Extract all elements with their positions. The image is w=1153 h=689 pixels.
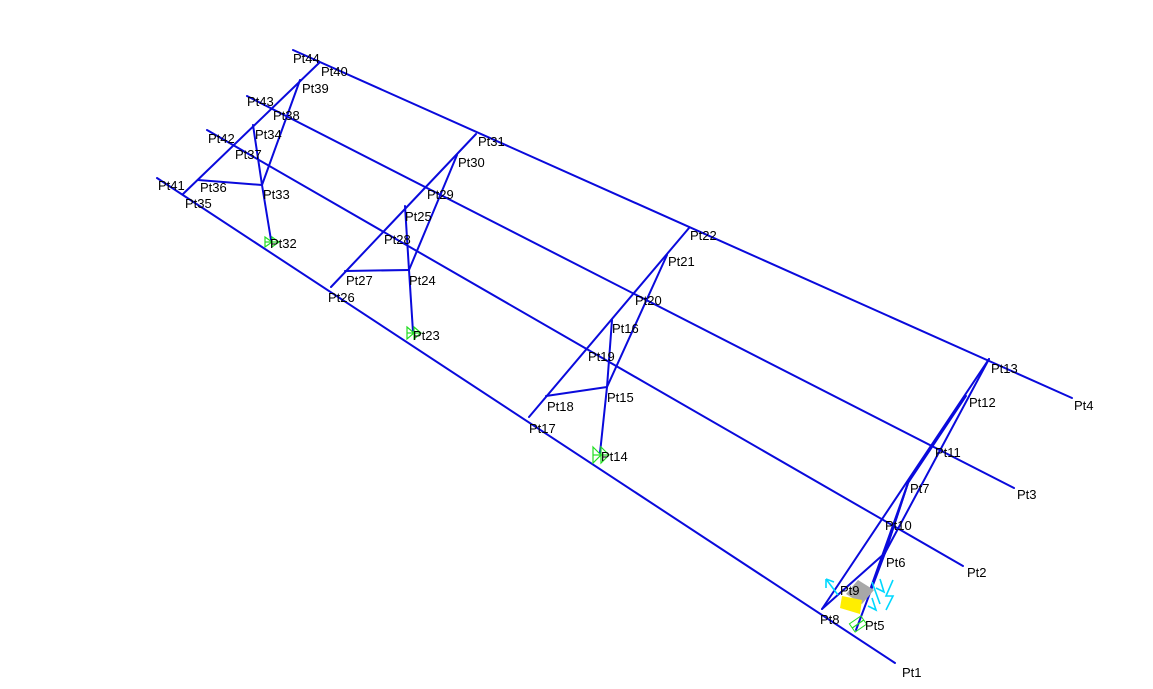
member-rafter-1b[interactable] (821, 552, 886, 610)
member-rafter-2b[interactable] (545, 386, 608, 397)
label-pt14: Pt14 (601, 449, 628, 464)
label-pt20: Pt20 (635, 293, 662, 308)
member-brace-2b[interactable] (606, 254, 668, 388)
label-pt41: Pt41 (158, 178, 185, 193)
label-pt44: Pt44 (293, 51, 320, 66)
label-pt4: Pt4 (1074, 398, 1094, 413)
member-rafter-4b[interactable] (197, 179, 263, 186)
member-brace-4b[interactable] (261, 79, 301, 186)
frame-1 (821, 358, 990, 631)
label-pt11: Pt11 (935, 445, 961, 460)
label-pt10: Pt10 (885, 518, 912, 533)
label-pt2: Pt2 (967, 565, 987, 580)
member-brace-4a[interactable] (252, 124, 263, 186)
label-pt12: Pt12 (969, 395, 996, 410)
node-labels: Pt1 Pt2 Pt3 Pt4 Pt5 Pt6 Pt7 Pt8 Pt9 Pt10… (158, 51, 1094, 680)
label-pt18: Pt18 (547, 399, 574, 414)
label-pt7: Pt7 (910, 481, 930, 496)
label-pt21: Pt21 (668, 254, 695, 269)
label-pt19: Pt19 (588, 349, 615, 364)
member-brace-3b[interactable] (408, 154, 458, 271)
member-brace-2a[interactable] (606, 319, 613, 388)
label-pt37: Pt37 (235, 147, 262, 162)
label-pt23: Pt23 (413, 328, 440, 343)
label-pt25: Pt25 (405, 209, 432, 224)
longitudinal-members (156, 49, 1073, 664)
member-chord-2[interactable] (206, 129, 964, 567)
member-brace-1c[interactable] (884, 358, 990, 554)
label-pt42: Pt42 (208, 131, 235, 146)
label-pt24: Pt24 (409, 273, 436, 288)
label-pt6: Pt6 (886, 555, 906, 570)
frame-4 (182, 62, 320, 241)
label-pt8: Pt8 (820, 612, 840, 627)
support-pt14[interactable] (592, 445, 610, 465)
label-pt3: Pt3 (1017, 487, 1037, 502)
label-pt15: Pt15 (607, 390, 634, 405)
label-pt29: Pt29 (427, 187, 454, 202)
label-pt43: Pt43 (247, 94, 274, 109)
member-column-3[interactable] (408, 269, 414, 333)
support-pt23[interactable] (406, 325, 422, 341)
label-pt28: Pt28 (384, 232, 411, 247)
member-chord-1[interactable] (156, 177, 896, 664)
label-pt31: Pt31 (478, 134, 505, 149)
label-pt36: Pt36 (200, 180, 227, 195)
member-rafter-3a[interactable] (330, 133, 477, 288)
support-pt32[interactable] (264, 235, 281, 249)
label-pt40: Pt40 (321, 64, 348, 79)
selected-joint-pt9[interactable] (840, 580, 874, 614)
member-rafter-3b[interactable] (344, 269, 410, 272)
frame-3 (330, 133, 477, 333)
label-pt38: Pt38 (273, 108, 300, 123)
label-pt1: Pt1 (902, 665, 922, 680)
label-pt32: Pt32 (270, 236, 297, 251)
label-pt39: Pt39 (302, 81, 329, 96)
member-chord-4[interactable] (292, 49, 1073, 399)
member-brace-1d[interactable] (907, 395, 967, 484)
label-pt27: Pt27 (346, 273, 373, 288)
member-rafter-1a[interactable] (821, 358, 990, 610)
label-pt33: Pt33 (263, 187, 290, 202)
load-arrows-pt9 (825, 578, 895, 612)
member-brace-3a[interactable] (404, 205, 410, 271)
member-chord-3[interactable] (246, 95, 1015, 489)
frame-2 (528, 227, 690, 454)
label-pt34: Pt34 (255, 127, 282, 142)
member-column-2[interactable] (599, 386, 608, 454)
member-rafter-2a[interactable] (528, 227, 690, 418)
support-pt5[interactable] (848, 615, 868, 633)
label-pt13: Pt13 (991, 361, 1018, 376)
member-rafter-4a[interactable] (182, 62, 320, 195)
label-pt26: Pt26 (328, 290, 355, 305)
label-pt30: Pt30 (458, 155, 485, 170)
label-pt16: Pt16 (612, 321, 639, 336)
member-brace-1e[interactable] (869, 482, 909, 591)
label-pt5: Pt5 (865, 618, 885, 633)
label-pt17: Pt17 (529, 421, 556, 436)
label-pt22: Pt22 (690, 228, 717, 243)
label-pt35: Pt35 (185, 196, 212, 211)
label-pt9: Pt9 (840, 583, 860, 598)
member-column-4[interactable] (261, 184, 272, 241)
